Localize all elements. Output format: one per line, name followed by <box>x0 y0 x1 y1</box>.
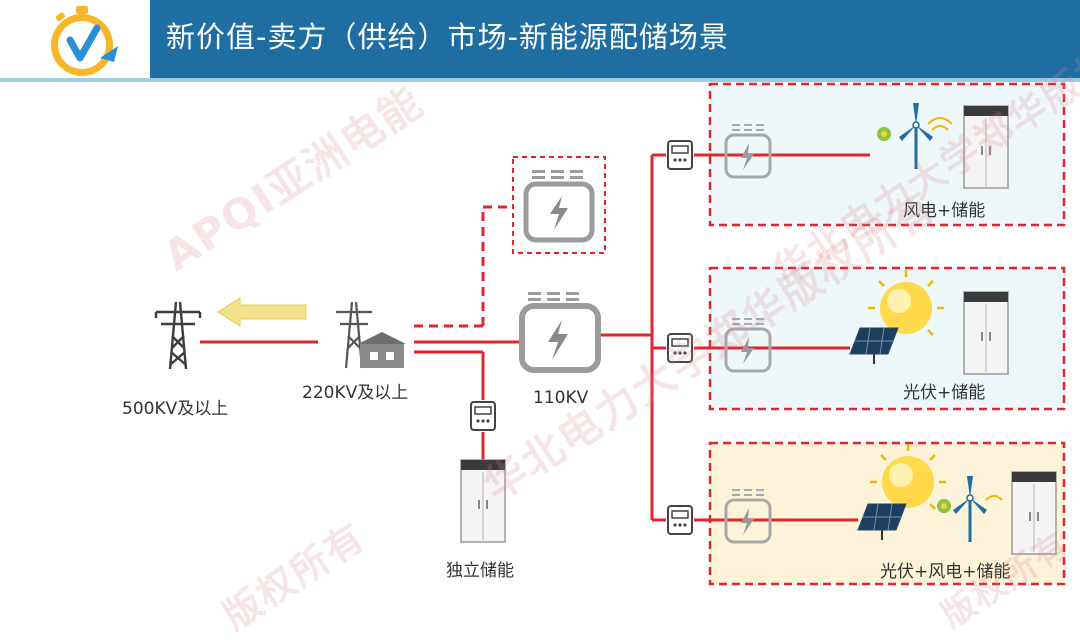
arrow-left-icon <box>217 297 307 327</box>
energy-storage-diagram <box>154 82 1066 586</box>
small-transformer-icon <box>724 124 772 179</box>
meter-icon <box>667 333 693 363</box>
label-solar-storage: 光伏+储能 <box>903 383 986 403</box>
label-standalone-storage: 独立储能 <box>446 561 514 581</box>
header: 新价值-卖方（供给）市场-新能源配储场景 <box>0 0 1080 86</box>
transmission-tower-icon <box>154 301 202 370</box>
small-transformer-icon <box>724 318 772 373</box>
small-transformer-icon <box>724 489 772 544</box>
label-wind-storage: 风电+储能 <box>903 201 986 221</box>
storage-cabinet-icon <box>963 105 1009 189</box>
label-110kv: 110KV <box>533 388 589 408</box>
label-220kv: 220KV及以上 <box>302 383 409 403</box>
storage-cabinet-icon <box>963 291 1009 375</box>
label-solar-wind-storage: 光伏+风电+储能 <box>880 562 1011 582</box>
green-energy-icon <box>937 499 951 513</box>
stopwatch-logo-icon <box>51 6 118 76</box>
storage-cabinet-icon <box>460 459 506 543</box>
meter-icon <box>667 140 693 170</box>
storage-cabinet-icon <box>1011 471 1057 555</box>
signal-icon <box>931 125 949 131</box>
green-energy-icon <box>877 127 891 141</box>
meter-icon <box>667 505 693 535</box>
transformer-dashed-icon <box>512 156 606 254</box>
header-underline <box>0 78 1080 82</box>
header-band <box>0 0 1080 78</box>
label-500kv: 500KV及以上 <box>122 399 229 419</box>
signal-icon <box>985 495 1003 501</box>
transformer-110kv-icon <box>519 292 601 373</box>
logo-area <box>0 0 150 86</box>
meter-icon <box>470 401 496 431</box>
page-title: 新价值-卖方（供给）市场-新能源配储场景 <box>166 20 729 54</box>
substation-icon <box>336 301 406 369</box>
